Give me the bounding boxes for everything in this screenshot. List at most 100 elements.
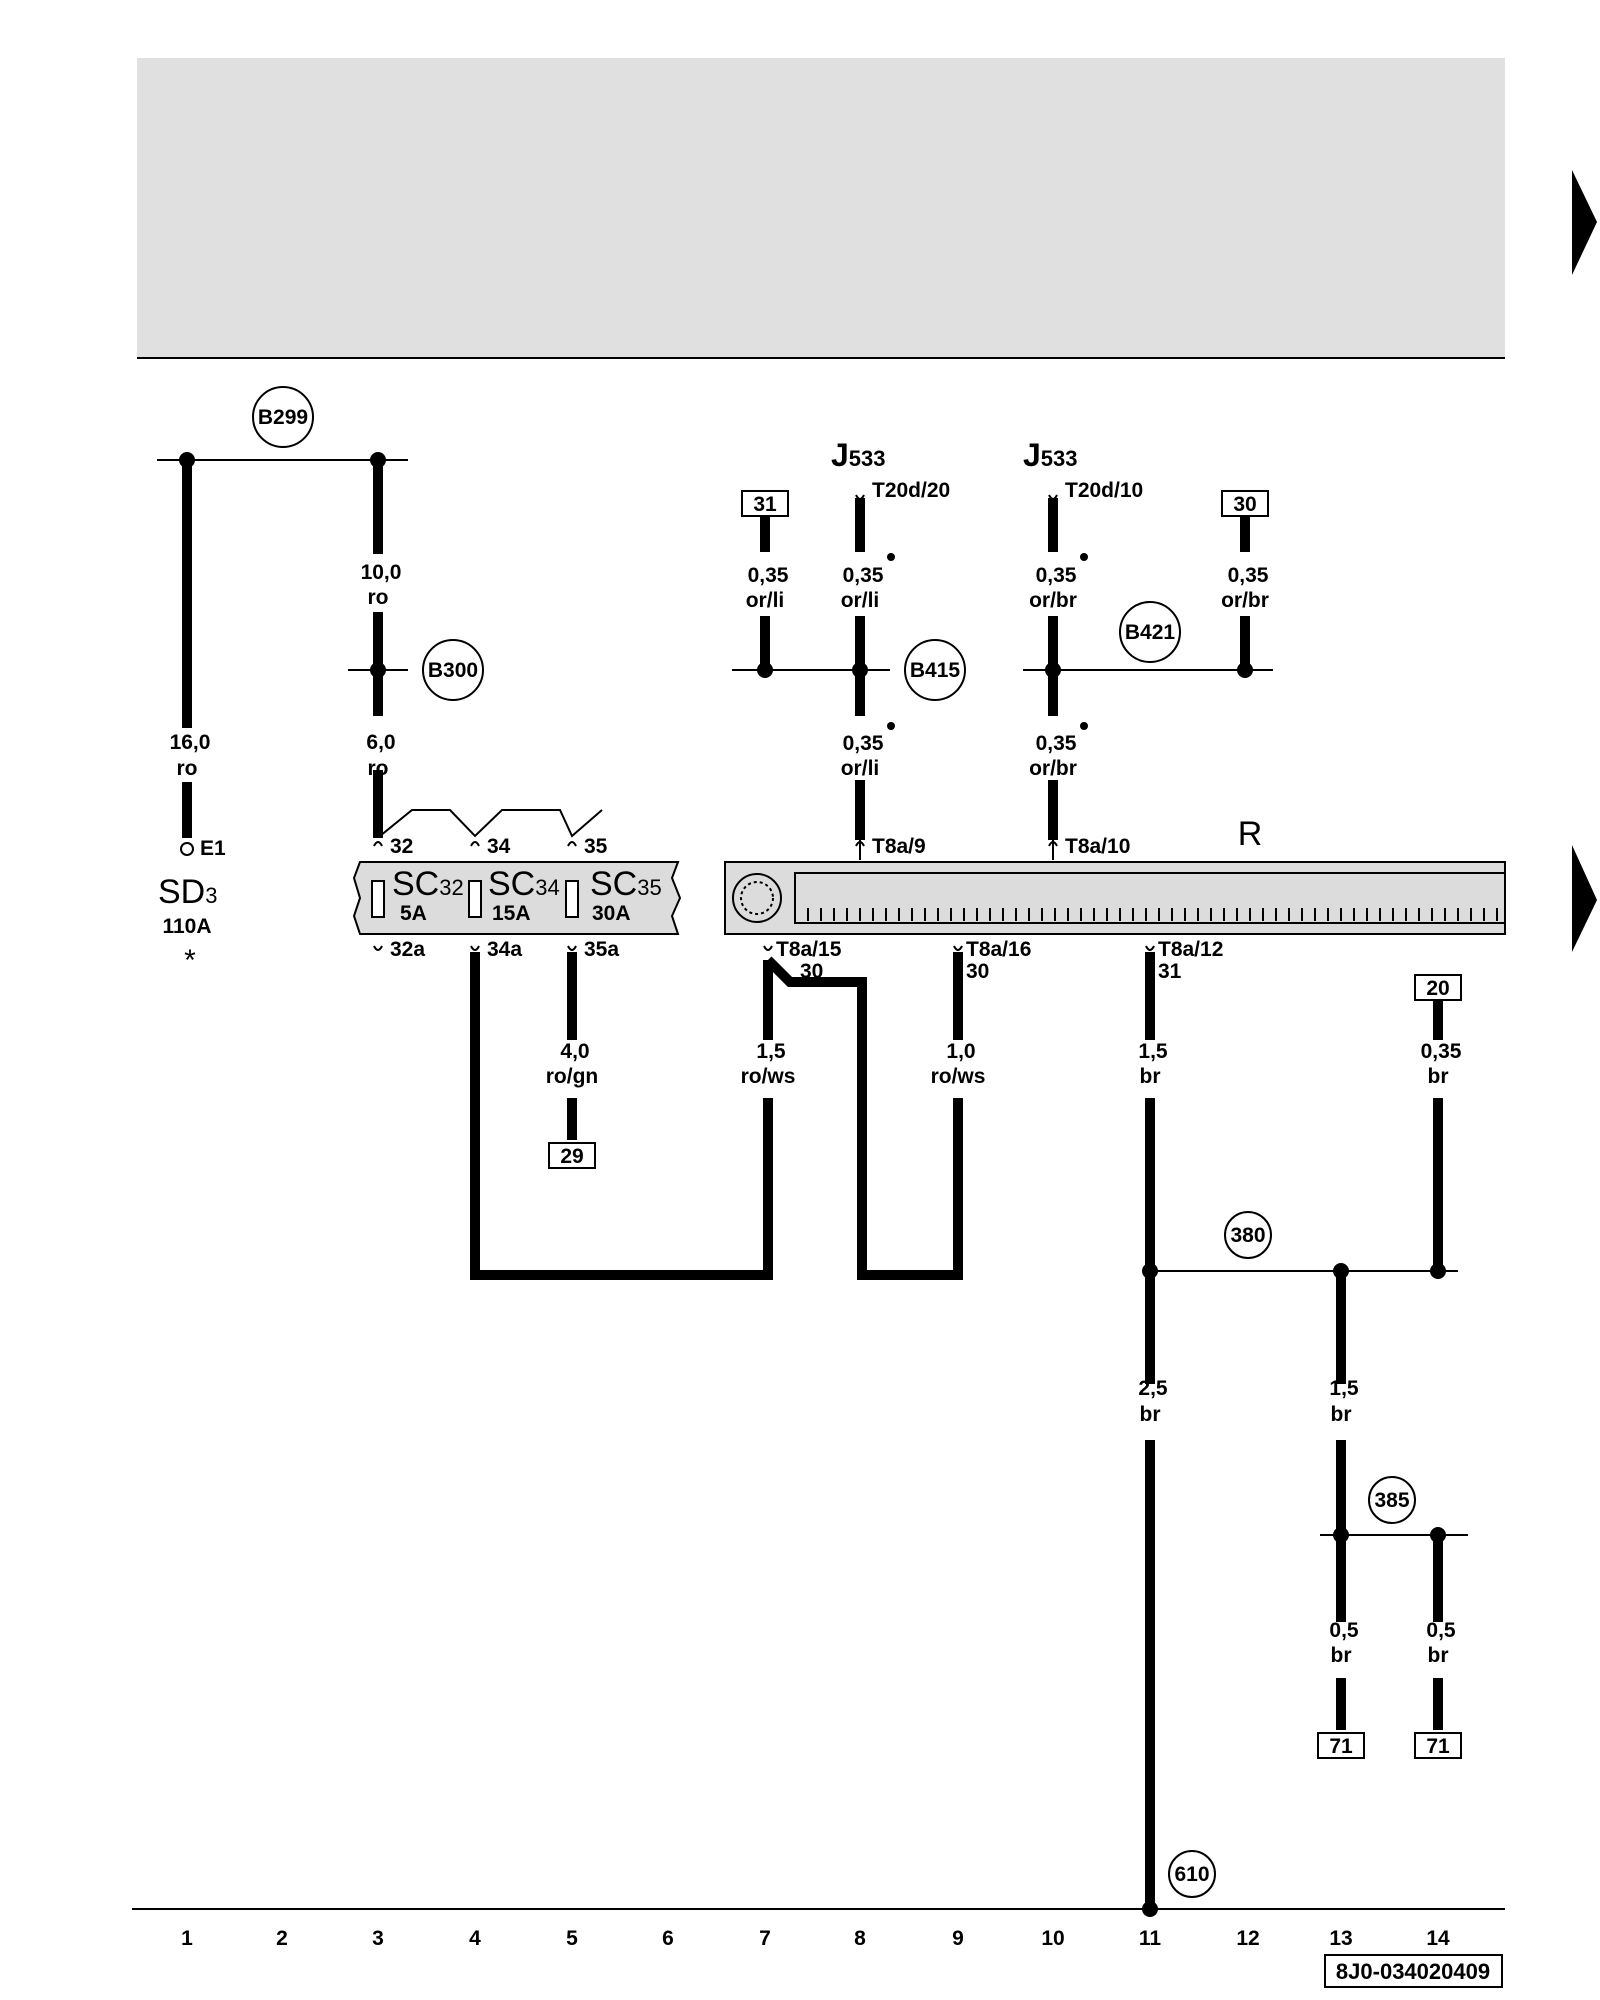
column-number: 8 [854, 1927, 866, 1950]
fuse-sc32-icon [371, 880, 385, 918]
pin-symbols [373, 494, 1155, 951]
wire-size: 1,0 [946, 1040, 975, 1063]
wire-size: 0,35 [1036, 732, 1077, 755]
wires [182, 460, 1443, 1909]
diagram-code: 8J0-034020409 [1336, 1959, 1490, 1984]
terminal-e1-icon [180, 842, 194, 856]
radio-pin-label: T8a/15 [776, 938, 842, 961]
fuse-sc34-icon [468, 880, 482, 918]
continuation-arrow-icon[interactable] [1572, 170, 1597, 275]
wire-size: 1,5 [1138, 1040, 1168, 1063]
wire-color: ro/ws [741, 1065, 796, 1088]
connection-b421 [1119, 601, 1181, 663]
fuse-box [352, 861, 682, 935]
wire-size: 6,0 [366, 731, 395, 754]
fuse-pin-label: 35 [584, 835, 608, 858]
wire-color: br [1428, 1644, 1449, 1667]
column-number: 14 [1426, 1927, 1450, 1950]
connection-b299-label: B299 [258, 406, 308, 429]
wire-color: br [1140, 1065, 1161, 1088]
column-number: 9 [952, 1927, 964, 1950]
wire-size: 2,5 [1138, 1377, 1168, 1400]
column-number: 11 [1139, 1927, 1162, 1950]
wire-color: br [1428, 1065, 1449, 1088]
wire-size: 1,5 [1329, 1377, 1359, 1400]
fuse-pin-label: 34a [487, 938, 522, 961]
wire-size: 4,0 [560, 1040, 589, 1063]
fuse-pin-label: 32 [390, 835, 413, 858]
radio-unit [724, 861, 1506, 935]
fuse-pin-label: 34 [487, 835, 511, 858]
gateway-connector-label: T20d/20 [872, 479, 950, 502]
connection-610 [1168, 1850, 1216, 1898]
fuse-sc34-name: SC34 [488, 865, 560, 903]
fuse-sc35-icon [565, 880, 579, 918]
connection-380-label: 380 [1230, 1224, 1265, 1247]
ref-20: 20 [1426, 977, 1449, 1000]
ref-71a: 71 [1329, 1735, 1353, 1758]
wire-color: br [1331, 1403, 1352, 1426]
ref-30-box [1221, 490, 1269, 517]
column-number: 4 [469, 1927, 481, 1950]
battery-note: * [184, 944, 196, 977]
radio-pin-label: T8a/9 [872, 835, 926, 858]
column-number: 2 [276, 1927, 288, 1950]
ref-30: 30 [1233, 493, 1256, 516]
connection-385-label: 385 [1374, 1489, 1409, 1512]
radio-terminal-label: 30 [800, 960, 823, 983]
ref-31: 31 [753, 493, 777, 516]
wire-color: ro [368, 757, 389, 780]
radio-pin-label: T8a/10 [1065, 835, 1130, 858]
wire-color: or/br [1221, 589, 1269, 612]
column-number: 5 [566, 1927, 578, 1950]
wire-size: 0,5 [1426, 1619, 1456, 1642]
header-band [137, 58, 1505, 358]
connection-b415-label: B415 [910, 659, 961, 682]
gateway-connector-label: T20d/10 [1065, 479, 1143, 502]
battery-rating: 110A [162, 915, 211, 938]
column-number: 1 [181, 1927, 193, 1950]
connection-b300-label: B300 [428, 659, 478, 682]
wire-color: ro/gn [546, 1065, 599, 1088]
ref-20-box [1414, 974, 1462, 1001]
gateway-name: J533 [1023, 437, 1078, 473]
junction-dots [179, 452, 1446, 1917]
column-number: 3 [372, 1927, 384, 1950]
radio-pin-label: T8a/16 [966, 938, 1031, 961]
fuse-rating: 15A [492, 902, 531, 925]
fuse-sc32-name: SC32 [392, 865, 464, 903]
radio-pin-label: T8a/12 [1158, 938, 1223, 961]
ref-29: 29 [560, 1145, 583, 1168]
battery-name: SD3 [158, 873, 217, 911]
connection-b421-label: B421 [1125, 621, 1176, 644]
wire-size: 10,0 [361, 561, 402, 584]
continuation-arrow-icon[interactable] [1572, 845, 1597, 952]
fuse-pin-label: 35a [584, 938, 619, 961]
ref-29-box [548, 1142, 596, 1169]
column-number: 10 [1041, 1927, 1064, 1950]
wire-size: 16,0 [170, 731, 211, 754]
wire-color: ro [368, 586, 389, 609]
wire-color: br [1331, 1644, 1352, 1667]
wire-color: or/br [1029, 757, 1077, 780]
diagram-code-box [1324, 1954, 1503, 1988]
column-number: 12 [1236, 1927, 1259, 1950]
wire-size: 0,35 [1421, 1040, 1462, 1063]
wire-size: 0,35 [843, 732, 884, 755]
wire-size: 0,35 [843, 564, 884, 587]
wire-color: br [1140, 1403, 1161, 1426]
connection-385 [1368, 1476, 1416, 1524]
column-number: 7 [759, 1927, 771, 1950]
connection-bars [132, 459, 1505, 1910]
connection-b299 [252, 386, 314, 448]
wire-size: 0,35 [1036, 564, 1077, 587]
connection-b300 [422, 639, 484, 701]
radio-label: R [1238, 815, 1263, 853]
ref-31-box [741, 490, 789, 517]
column-number: 13 [1329, 1927, 1352, 1950]
wire-size: 0,5 [1329, 1619, 1359, 1642]
wire-color: or/br [1029, 589, 1077, 612]
radio-terminal-label: 30 [966, 960, 989, 983]
connection-b415 [904, 639, 966, 701]
